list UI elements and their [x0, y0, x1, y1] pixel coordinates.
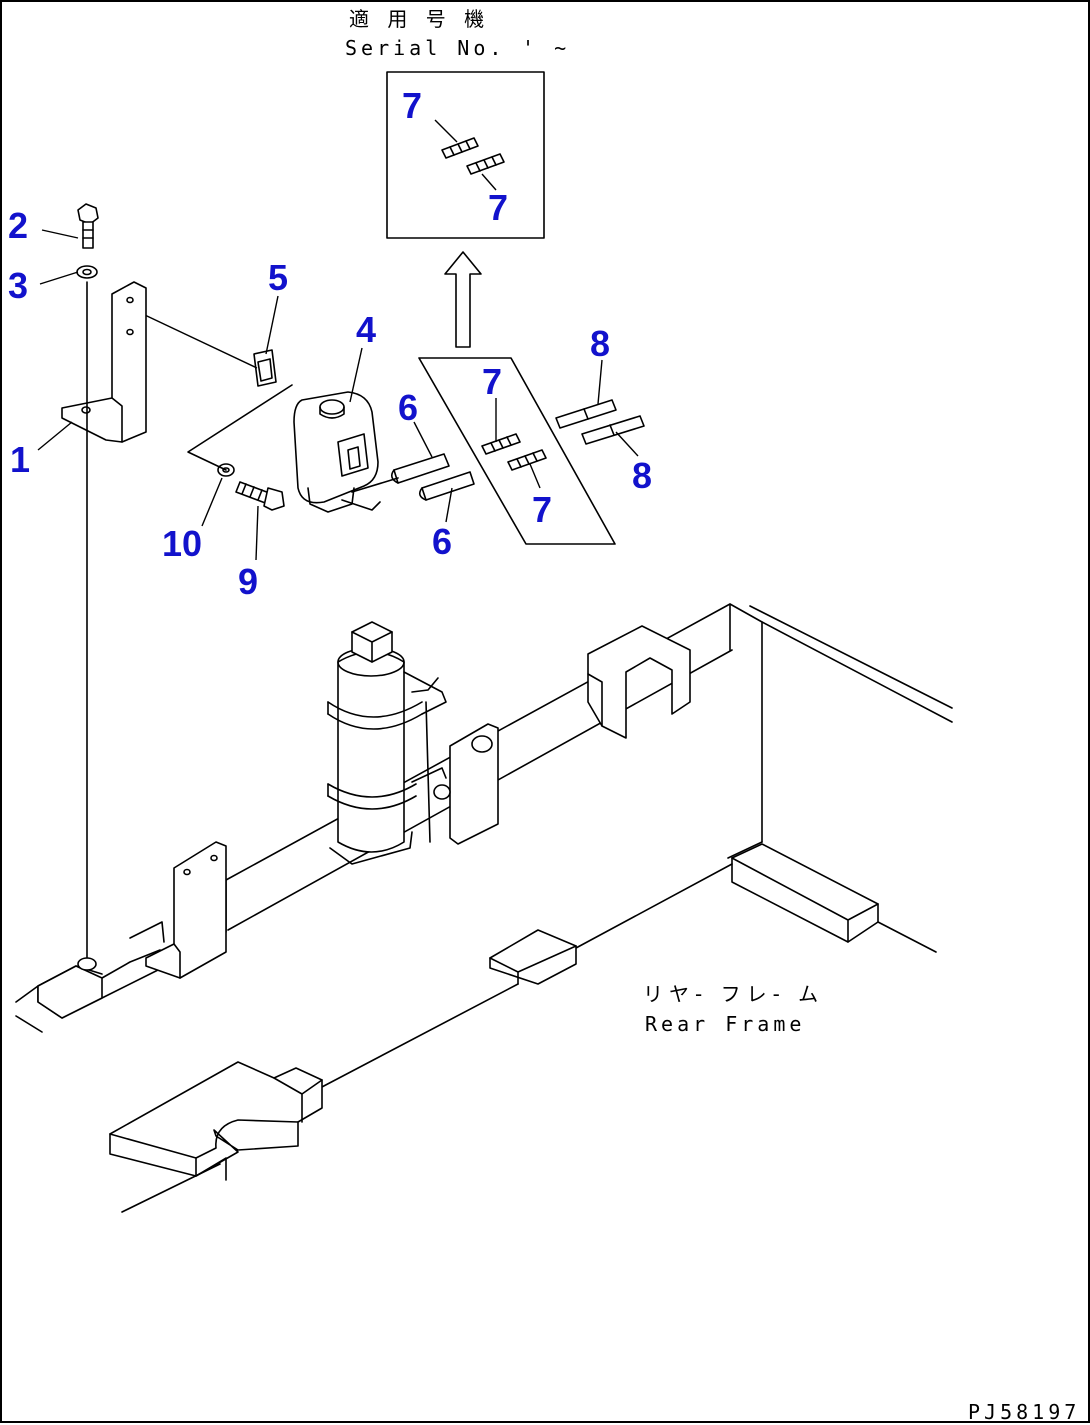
- callout-1: 1: [10, 439, 30, 480]
- pin-part-7-a: [481, 433, 521, 455]
- applicable-serial-jp: 適 用 号 機: [349, 7, 490, 31]
- washer-part-3: [76, 265, 98, 279]
- callout-6-upper: 6: [398, 387, 418, 428]
- pin-part-8-b: [581, 415, 645, 445]
- pin-part-8-a: [555, 399, 617, 429]
- bracket-part-1: [61, 281, 147, 443]
- callout-3: 3: [8, 265, 28, 306]
- washer-tank-part-4: [293, 391, 399, 513]
- rear-frame-label-en: Rear Frame: [645, 1012, 805, 1036]
- callout-leader-lines: [37, 229, 639, 561]
- receiver-dryer: [327, 621, 447, 865]
- detail-arrow: [444, 251, 482, 348]
- drawing-code: PJ58197: [968, 1400, 1080, 1424]
- serial-number-mark: ' ~: [522, 36, 570, 60]
- callout-4: 4: [356, 309, 376, 350]
- serial-number-label: Serial No.: [345, 36, 505, 60]
- detail-pin-upper: [441, 137, 479, 159]
- rear-frame-label-jp: リヤ- フレ- ム: [643, 982, 824, 1006]
- hose-part-6-upper: [390, 453, 450, 484]
- callout-7-detail-bottom: 7: [488, 187, 508, 228]
- callout-8-lower: 8: [632, 455, 652, 496]
- callout-9: 9: [238, 561, 258, 602]
- callout-6-lower: 6: [432, 521, 452, 562]
- callout-2: 2: [8, 205, 28, 246]
- callout-10: 10: [162, 523, 202, 564]
- hose-part-6-lower: [418, 471, 475, 501]
- bolt-part-9: [235, 481, 285, 511]
- rear-frame-structure: [15, 603, 953, 1213]
- callout-7-detail-top: 7: [402, 85, 422, 126]
- serial-detail-box: [386, 71, 545, 239]
- callout-7-inset-top: 7: [482, 361, 502, 402]
- callout-5: 5: [268, 257, 288, 298]
- hose-inset-outline: [418, 357, 616, 545]
- callout-7-inset-bottom: 7: [532, 489, 552, 530]
- pin-part-7-b: [507, 449, 547, 471]
- detail-pin-lower: [466, 153, 505, 175]
- callout-8-upper: 8: [590, 323, 610, 364]
- bolt-part-2: [77, 203, 99, 249]
- clip-part-5: [253, 349, 277, 387]
